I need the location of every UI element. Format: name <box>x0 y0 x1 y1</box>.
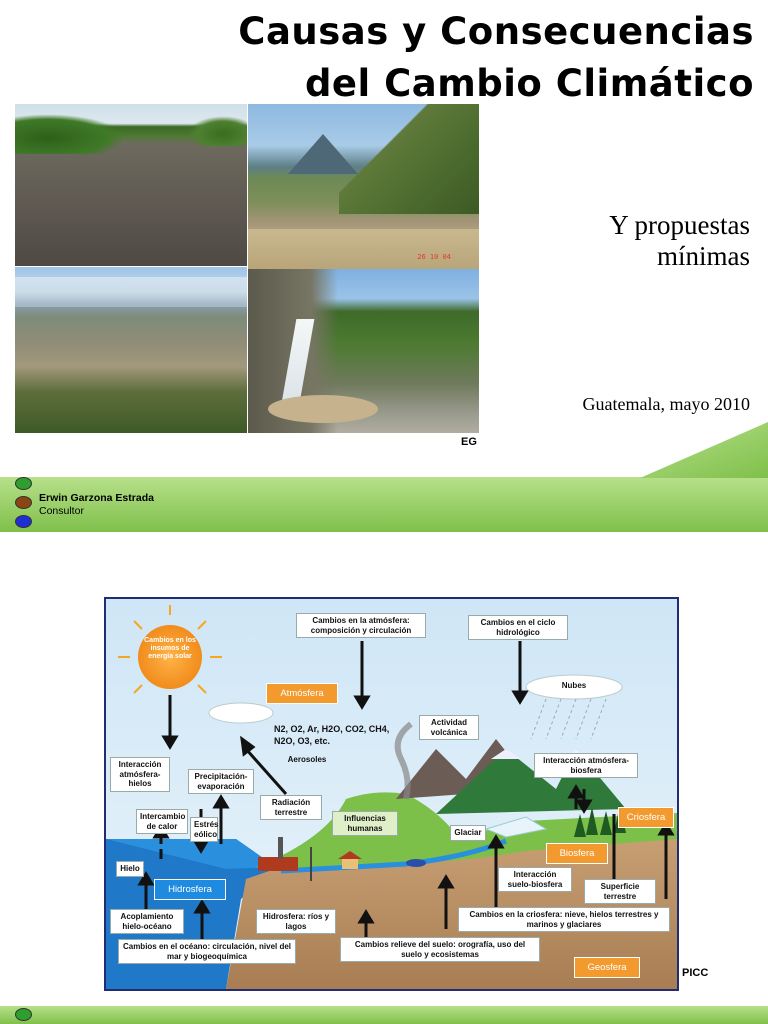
sun-solar-inputs: Cambios en los insumos de energía solar <box>144 637 196 660</box>
label-hydrological-changes: Cambios en el ciclo hidrológico <box>468 615 568 640</box>
bullet-dot-blue <box>15 515 32 528</box>
author-role: Consultor <box>39 505 84 517</box>
label-gases: N2, O2, Ar, H2O, CO2, CH4, N2O, O3, etc. <box>274 724 390 746</box>
label-atmosphere-ice-interaction: Interacción atmósfera-hielos <box>110 757 170 792</box>
author-initials: EG <box>461 436 477 448</box>
slide-subtitle: Y propuestas mínimas <box>609 210 750 272</box>
label-heat-exchange: Intercambio de calor <box>136 809 188 834</box>
tag-geosfera: Geosfera <box>574 957 640 978</box>
label-cryosphere-changes: Cambios en la criosfera: nieve, hielos t… <box>458 907 670 932</box>
label-ice-ocean-coupling: Acoplamiento hielo-océano <box>110 909 184 934</box>
photo-eroded-canyon <box>15 267 247 433</box>
slide-title: Causas y Consecuencias del Cambio Climát… <box>194 6 754 110</box>
bullet-dot-brown <box>15 496 32 509</box>
label-atmosphere-biosphere-interaction: Interacción atmósfera-biosfera <box>534 753 638 778</box>
bullet-dot-green <box>15 477 32 490</box>
slide-title-line-2: del Cambio Climático <box>304 62 754 105</box>
label-glacier: Glaciar <box>450 825 486 841</box>
photo-waterfall <box>248 269 479 433</box>
footer-band-2 <box>0 1006 768 1024</box>
label-precipitation-evaporation: Precipitación-evaporación <box>188 769 254 794</box>
place-date: Guatemala, mayo 2010 <box>582 394 750 414</box>
tag-biosfera: Biosfera <box>546 843 608 864</box>
label-atmosphere-changes: Cambios en la atmósfera: composición y c… <box>296 613 426 638</box>
tag-atmosfera: Atmósfera <box>266 683 338 704</box>
photo-date-stamp: 26 10 04 <box>417 253 451 261</box>
label-rivers-lakes: Hidrosfera: ríos y lagos <box>256 909 336 934</box>
footer-band-accent <box>640 422 768 478</box>
slide-title-line-1: Causas y Consecuencias <box>238 10 754 53</box>
climate-diagram: Cambios en los insumos de energía solar … <box>104 597 679 991</box>
label-land-surface: Superficie terrestre <box>584 879 656 904</box>
tag-criosfera: Criosfera <box>618 807 674 828</box>
label-human-influences: Influencias humanas <box>332 811 398 836</box>
label-aerosols: Aerosoles <box>287 755 327 764</box>
photo-lake-valley: 26 10 04 <box>248 104 479 269</box>
label-volcanic-activity: Actividad volcánica <box>419 715 479 740</box>
author-block: Erwin Garzona Estrada Consultor <box>39 492 154 518</box>
author-name: Erwin Garzona Estrada <box>39 492 154 504</box>
label-wind-stress: Estrés eólico <box>190 817 218 842</box>
bullet-dot-green-2 <box>15 1008 32 1021</box>
photo-dry-riverbed <box>15 104 247 266</box>
label-terrestrial-radiation: Radiación terrestre <box>260 795 322 820</box>
label-soil-biosphere-interaction: Interacción suelo-biosfera <box>498 867 572 892</box>
label-land-relief-changes: Cambios relieve del suelo: orografía, us… <box>340 937 540 962</box>
label-clouds: Nubes <box>561 681 587 690</box>
label-ocean-changes: Cambios en el océano: circulación, nivel… <box>118 939 296 964</box>
subtitle-line-1: Y propuestas <box>609 210 750 240</box>
label-ice: Hielo <box>116 861 144 877</box>
footer-band <box>0 477 768 532</box>
subtitle-line-2: mínimas <box>657 241 750 271</box>
tag-hidrosfera: Hidrosfera <box>154 879 226 900</box>
diagram-source: PICC <box>682 967 709 979</box>
